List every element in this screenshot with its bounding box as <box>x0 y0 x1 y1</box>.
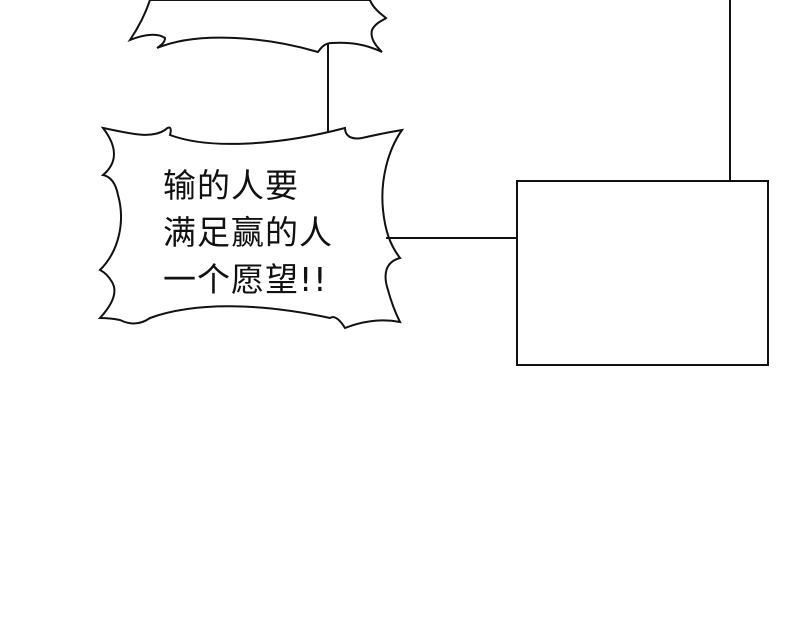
bubble-line: 一个愿望!! <box>163 260 328 299</box>
shout-speech-bubble <box>97 126 405 330</box>
top-speech-bubble <box>127 0 388 54</box>
panel-frame <box>516 180 769 366</box>
shout-bubble-text: 输的人要 满足赢的人 一个愿望!! <box>163 162 333 303</box>
bubble-line: 满足赢的人 <box>163 213 333 252</box>
bubble-line: 输的人要 <box>163 166 299 205</box>
